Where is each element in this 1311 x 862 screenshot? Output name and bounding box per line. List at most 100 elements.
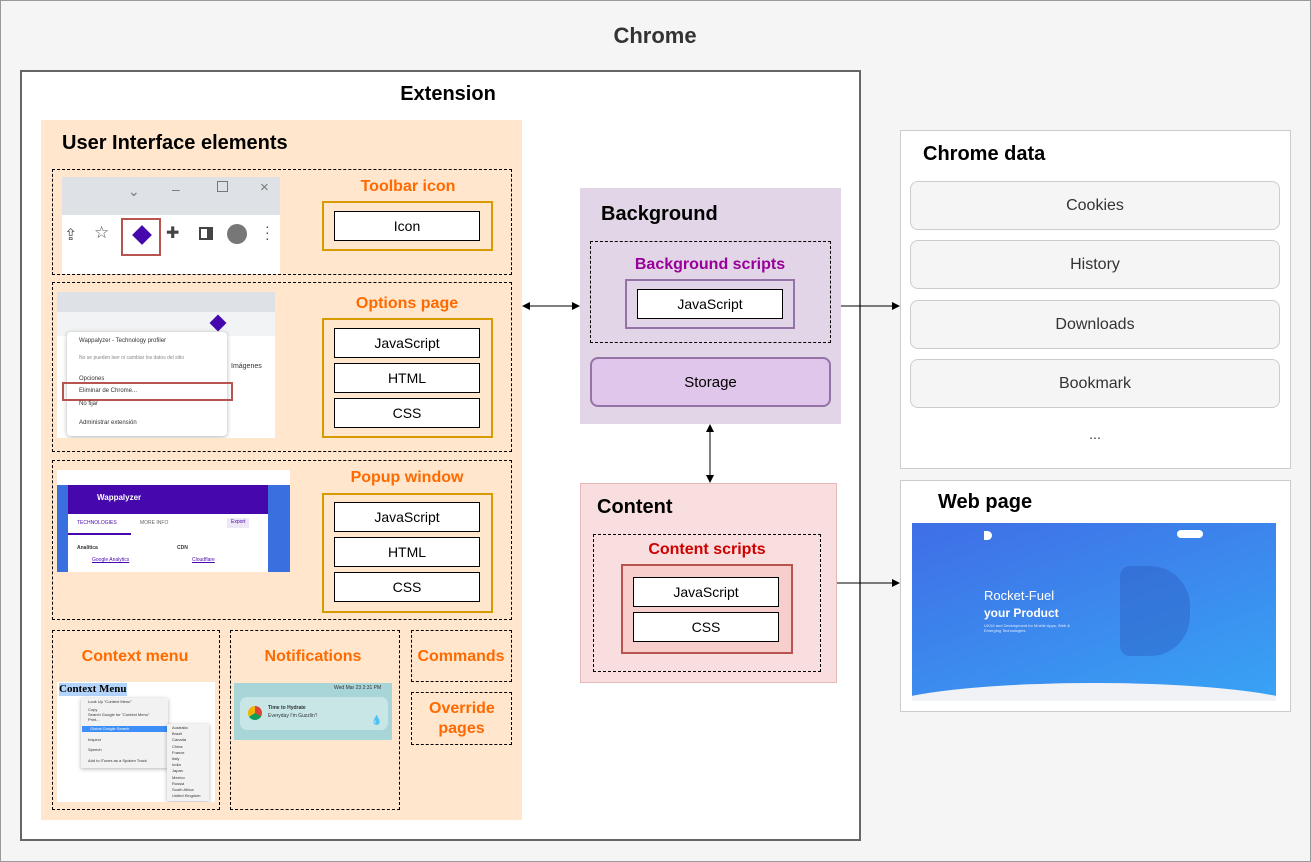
options-page-group <box>52 282 512 452</box>
submenu-item: Italy <box>172 756 180 761</box>
cookies-item: Cookies <box>910 181 1280 230</box>
background-javascript: JavaScript <box>637 289 783 319</box>
submenu-item: Japan <box>172 768 183 774</box>
submenu-item: South Africa <box>172 787 194 792</box>
options-html: HTML <box>334 363 480 393</box>
menu-item[interactable]: Look Up "Context Menu" <box>88 699 132 704</box>
more-items: ... <box>1089 426 1101 442</box>
maximize-icon <box>217 181 228 192</box>
options-javascript: JavaScript <box>334 328 480 358</box>
ui-elements-title: User Interface elements <box>62 132 288 154</box>
menu-item: Opciones <box>79 376 105 382</box>
menu-item[interactable]: Add to iTunes as a Spoken Track <box>88 758 147 763</box>
content-scripts-group <box>593 534 821 672</box>
submenu-item: China <box>172 743 183 749</box>
submenu-item: Russia <box>172 780 185 786</box>
category-label: CDN <box>177 545 188 551</box>
submenu-item: Mexico <box>172 774 185 780</box>
highlight-box <box>121 218 161 256</box>
options-page-title: Options page <box>355 295 459 312</box>
notification-body: Everyday I'm Guzzlin'! <box>268 713 318 719</box>
submenu-item: France <box>172 749 185 755</box>
options-screenshot: Wappalyzer - Technology profiler No se p… <box>57 292 275 438</box>
background-scripts-group <box>590 241 831 343</box>
toolbar-icon-group <box>52 169 512 275</box>
chrome-logo-icon <box>248 706 262 720</box>
share-icon: ⇪ <box>64 227 78 244</box>
submenu-item: Brazil <box>172 731 183 737</box>
toolbar-screenshot: ⌄ – × ⇪ ☆ ✚ ··· <box>62 177 280 274</box>
water-drop-icon: 💧 <box>371 715 383 725</box>
content-scripts-title: Content scripts <box>648 541 766 558</box>
toolbar-icon-title: Toolbar icon <box>360 178 456 195</box>
notification-screenshot: Wed Mar 23 2:31 PM Time to Hydrate Every… <box>234 683 392 740</box>
storage-box: Storage <box>590 357 831 407</box>
category-label: Analitica <box>77 545 98 551</box>
tab-more-info[interactable]: MORE INFO <box>140 520 169 526</box>
headline-sub: UX/UI and Development for Mobile Apps, W… <box>984 623 1070 633</box>
menu-item[interactable]: Copy <box>88 707 98 712</box>
bookmark-item: Bookmark <box>910 359 1280 408</box>
background-scripts-title: Background scripts <box>634 256 786 273</box>
web-page-title: Web page <box>938 491 1033 513</box>
popup-screenshot: Wappalyzer TECHNOLOGIES MORE INFO Export… <box>57 470 290 572</box>
context-menu-title: Context menu <box>81 648 189 665</box>
content-title: Content <box>597 496 673 518</box>
menu-item[interactable]: Search Google for "Context Menu" <box>88 712 150 717</box>
popup-html: HTML <box>334 537 480 567</box>
icon-item: Icon <box>334 211 480 241</box>
notifications-group <box>230 630 400 810</box>
cta-button <box>1177 530 1203 538</box>
popup-css: CSS <box>334 572 480 602</box>
avatar <box>227 224 247 244</box>
context-menu-screenshot: Context Menu Look Up "Context Menu" Copy… <box>57 682 215 802</box>
menu-item[interactable]: Eliminar de Chrome... <box>79 388 138 394</box>
downloads-item: Downloads <box>910 300 1280 349</box>
context-menu-group <box>52 630 220 810</box>
commands-group <box>411 630 512 682</box>
submenu-item: Australia <box>172 725 188 730</box>
menu-item[interactable]: Inspect <box>88 737 101 742</box>
popup-javascript: JavaScript <box>334 502 480 532</box>
minimize-icon: – <box>172 181 180 197</box>
side-text: Imágenes <box>231 363 262 370</box>
submenu-item: United Kingdom <box>172 793 201 799</box>
menu-item[interactable]: Global Google Search <box>90 726 130 731</box>
menu-title: Wappalyzer - Technology profiler <box>79 338 167 344</box>
content-javascript: JavaScript <box>633 577 779 607</box>
export-button[interactable]: Export <box>227 518 250 528</box>
menu-note: No se pueden leer ni cambiar los datos d… <box>79 355 185 361</box>
content-css: CSS <box>633 612 779 642</box>
context-heading: Context Menu <box>59 683 127 696</box>
puzzle-icon: ✚ <box>166 225 180 242</box>
options-css: CSS <box>334 398 480 428</box>
tech-link[interactable]: Google Analytics <box>92 557 130 563</box>
web-page-screenshot: Rocket-Fuel your Product UX/UI and Devel… <box>912 523 1276 701</box>
submenu-item: India <box>172 762 181 768</box>
submenu-item: Canada <box>172 737 187 743</box>
extension-title: Extension <box>400 83 496 105</box>
notification-title: Time to Hydrate <box>268 705 306 711</box>
close-icon: × <box>260 179 269 196</box>
menu-item[interactable]: Print... <box>88 717 100 722</box>
override-pages-group <box>411 692 512 745</box>
chrome-title: Chrome <box>613 23 697 48</box>
tab-technologies[interactable]: TECHNOLOGIES <box>77 520 117 526</box>
menu-item: No fijar <box>79 401 99 407</box>
notifications-title: Notifications <box>264 648 362 665</box>
menu-item: Administrar extensión <box>79 420 137 426</box>
override-pages-title: Override pages <box>429 700 495 737</box>
chevron-down-icon: ⌄ <box>128 183 140 199</box>
tech-link[interactable]: Cloudflare <box>192 557 215 563</box>
popup-window-title: Popup window <box>350 469 464 486</box>
commands-title: Commands <box>417 648 505 665</box>
background-title: Background <box>601 203 718 225</box>
sidepanel-icon <box>199 227 213 240</box>
clock: Wed Mar 23 2:31 PM <box>334 685 382 691</box>
menu-item[interactable]: Speech <box>88 747 102 752</box>
popup-window-group <box>52 460 512 620</box>
more-icon: ··· <box>265 218 270 246</box>
headline-line1: Rocket-Fuel <box>984 588 1055 603</box>
